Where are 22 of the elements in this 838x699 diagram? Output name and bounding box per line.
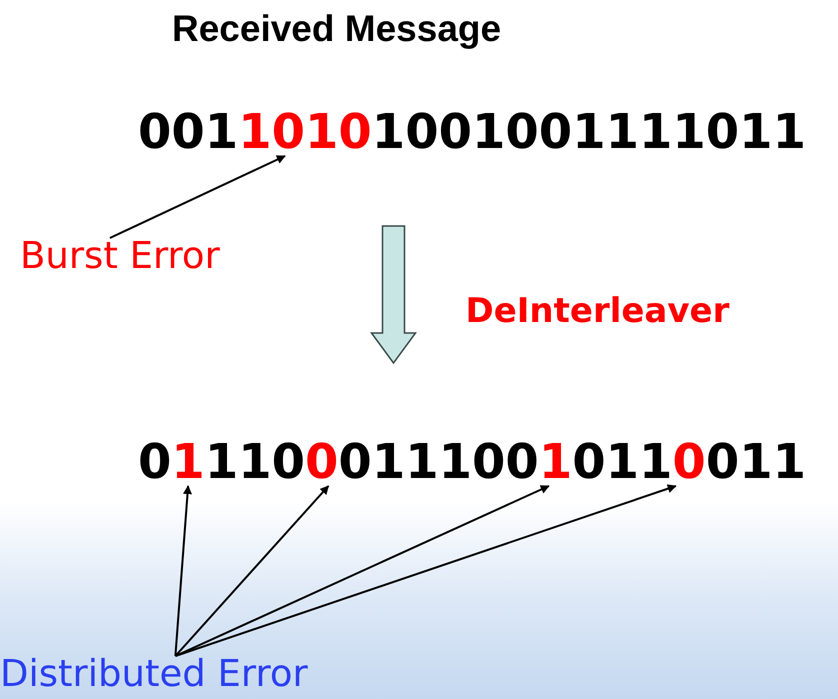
leader-arrow [109, 155, 286, 239]
bit-sequence: 1 [171, 434, 205, 490]
callout-label: Burst Error [20, 234, 220, 277]
bit-sequence: 011 [706, 434, 806, 490]
block-arrow [370, 225, 417, 364]
bit-sequence: 001 [138, 104, 238, 160]
bit-sequence: 0 [672, 434, 706, 490]
callout-label: Distributed Error [0, 652, 308, 695]
leader-arrow [174, 485, 192, 656]
leader-arrow [175, 484, 677, 657]
bit-sequence: 1001001111011 [372, 104, 806, 160]
bit-sequence: 011 [572, 434, 672, 490]
leader-arrow [174, 485, 330, 657]
bit-sequence: 1 [538, 434, 572, 490]
bit-sequence: 011100 [338, 434, 539, 490]
title: Received Message [172, 8, 502, 50]
leader-arrow [174, 485, 550, 657]
bit-sequence: 110 [204, 434, 306, 490]
edge-label: DeInterleaver [466, 291, 730, 331]
bit-sequence: 0 [138, 434, 172, 490]
bit-sequence: 1010 [238, 104, 372, 160]
bit-sequence: 0 [305, 434, 338, 490]
